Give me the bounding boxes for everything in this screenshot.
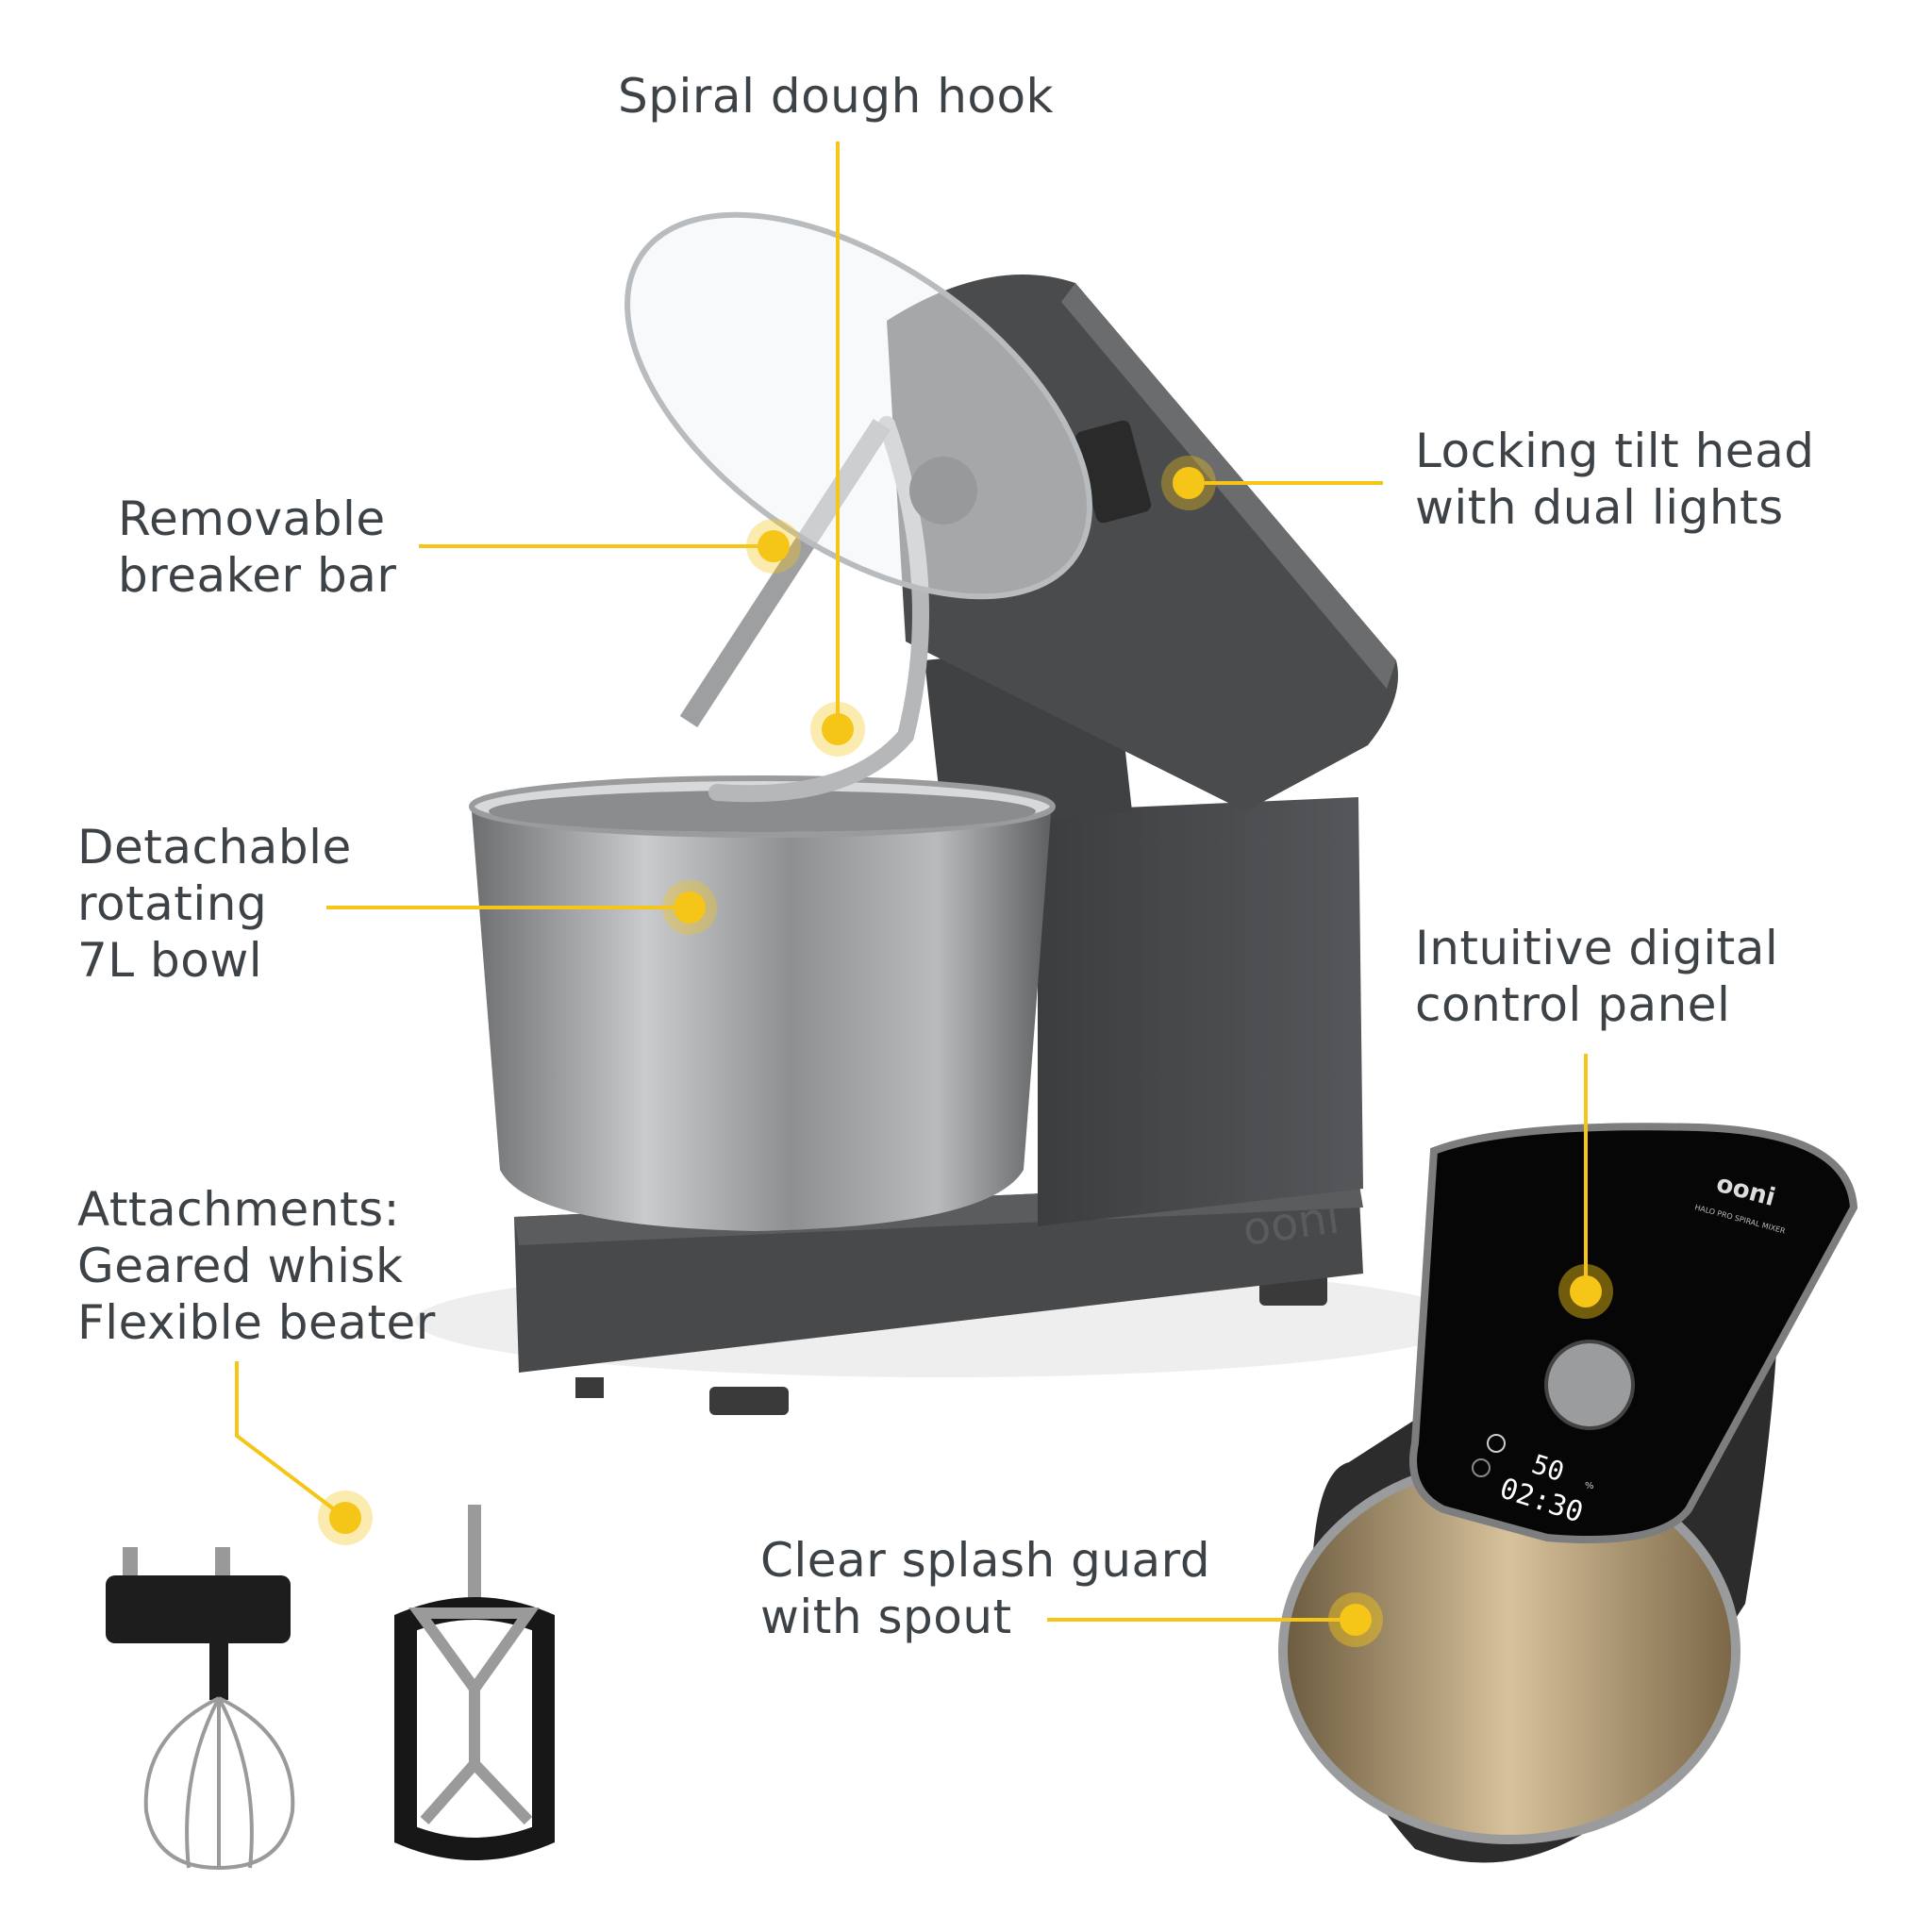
label-breaker-bar: Removable breaker bar <box>118 491 396 604</box>
label-line: rotating <box>77 876 268 931</box>
label-line: Removable <box>118 491 386 546</box>
dot-bowl <box>662 880 717 935</box>
label-line: Attachments: <box>77 1182 401 1237</box>
leader-attachments <box>235 1361 347 1520</box>
label-line: Geared whisk <box>77 1239 404 1293</box>
mixer-top-view: ooni HALO PRO SPIRAL MIXER 50 02:30 % <box>1278 1123 1858 1863</box>
callout-dots <box>318 456 1613 1647</box>
label-line: 7L bowl <box>77 933 263 988</box>
power-icon <box>1487 1434 1506 1453</box>
label-line: breaker bar <box>118 548 397 603</box>
geared-whisk <box>106 1547 295 1871</box>
label-splash-guard: Clear splash guard with spout <box>760 1532 1210 1645</box>
dot-attachments <box>318 1491 373 1545</box>
flexible-beater <box>394 1505 555 1860</box>
dot-control-panel <box>1558 1264 1613 1319</box>
label-bowl: Detachable rotating 7L bowl <box>77 819 352 989</box>
stand-mixer: ooni <box>415 211 1472 1415</box>
callout-lines <box>235 142 1588 1622</box>
unit-readout: % <box>1585 1481 1594 1491</box>
dot-dough-hook <box>810 702 865 757</box>
label-control-panel: Intuitive digital control panel <box>1415 920 1778 1033</box>
label-spiral-dough-hook: Spiral dough hook <box>618 68 1054 125</box>
label-line: Flexible beater <box>77 1295 436 1350</box>
label-line: control panel <box>1415 977 1731 1032</box>
label-line: Intuitive digital <box>1415 921 1779 975</box>
dot-tilt-head <box>1161 456 1216 510</box>
label-line: Spiral dough hook <box>618 69 1055 124</box>
timer-icon <box>1472 1458 1491 1477</box>
label-line: with dual lights <box>1415 480 1784 535</box>
label-line: Clear splash guard <box>760 1533 1211 1588</box>
label-locking-tilt-head: Locking tilt head with dual lights <box>1415 423 1814 536</box>
label-line: with spout <box>760 1590 1012 1644</box>
dot-breaker-bar <box>746 519 801 574</box>
label-line: Locking tilt head <box>1415 424 1815 478</box>
label-attachments: Attachments: Geared whisk Flexible beate… <box>77 1181 436 1351</box>
label-line: Detachable <box>77 820 352 874</box>
dot-splash-guard <box>1328 1592 1383 1647</box>
